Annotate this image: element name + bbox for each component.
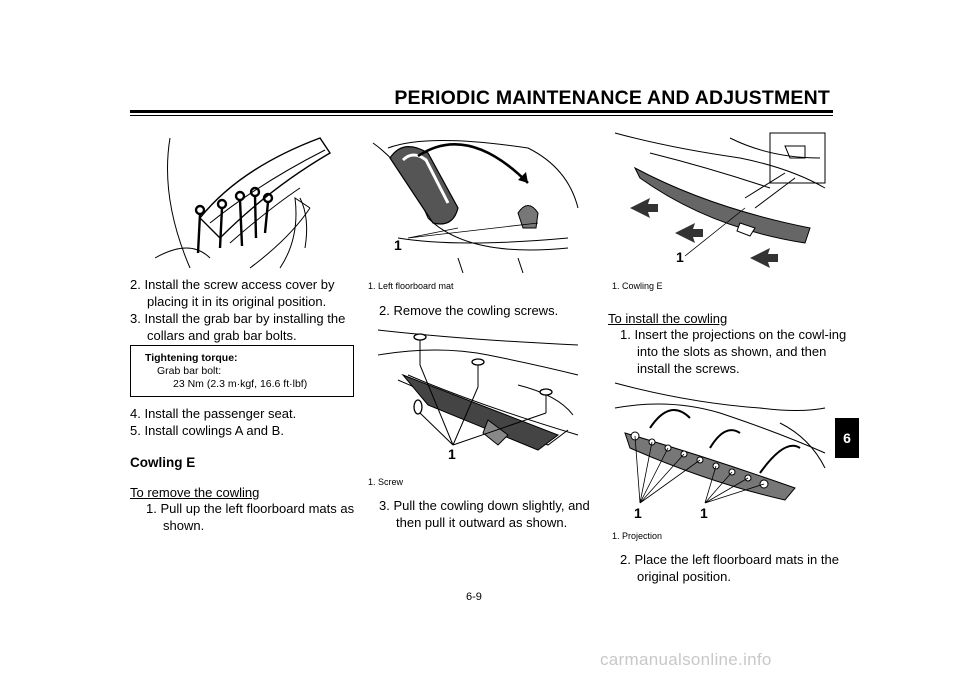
col3-fig1-callout: 1	[676, 249, 684, 265]
torque-item: Grab bar bolt:	[157, 365, 222, 377]
cowling-screws-illustration: 1	[377, 329, 579, 462]
col2-step-2: 2. Remove the cowling screws.	[379, 303, 559, 318]
col3-step-2: 2. Place the left floorboard mats in the…	[620, 552, 839, 584]
subheading-install: To install the cowling	[608, 311, 728, 326]
col1-step-3: 3. Install the grab bar by installing th…	[130, 311, 346, 343]
cowling-e-illustration: 1	[614, 132, 826, 268]
col2-fig1-caption: 1. Left floorboard mat	[368, 281, 454, 291]
col1-step-4: 4. Install the passenger seat.	[130, 406, 297, 421]
col2-fig2-caption: 1. Screw	[368, 477, 404, 487]
section-heading-cowling-e: Cowling E	[130, 455, 196, 470]
chapter-tab: 6	[835, 418, 859, 458]
col1-step-2: 2. Install the screw access cover by pla…	[130, 277, 335, 309]
page-number: 6-9	[466, 591, 482, 603]
fig2-callout: 1	[448, 446, 456, 462]
torque-title: Tightening torque:	[145, 352, 238, 364]
col1-step-5: 5. Install cowlings A and B.	[130, 423, 284, 438]
col3-fig1-caption: 1. Cowling E	[612, 281, 663, 291]
header-rule-thin	[130, 115, 833, 116]
col1-remove-step-1: 1. Pull up the left floorboard mats as s…	[146, 501, 355, 533]
torque-spec-box: Tightening torque: Grab bar bolt: 23 Nm …	[130, 345, 354, 397]
watermark-text: carmanualsonline.info	[600, 650, 772, 669]
grab-bar-illustration	[154, 137, 331, 269]
col3-fig2-callout-a: 1	[634, 505, 642, 521]
header-rule	[130, 110, 833, 113]
col3-fig2-caption: 1. Projection	[612, 531, 663, 541]
col3-step-1: 1. Insert the projections on the cowl-in…	[620, 327, 847, 376]
torque-value: 23 Nm (2.3 m·kgf, 16.6 ft·lbf)	[173, 378, 308, 390]
col3-fig2-callout-b: 1	[700, 505, 708, 521]
projections-illustration: 1 1	[614, 382, 826, 521]
fig1-callout: 1	[394, 237, 402, 253]
page-header-title: PERIODIC MAINTENANCE AND ADJUSTMENT	[394, 87, 830, 109]
floorboard-mat-illustration: 1	[372, 140, 579, 273]
col2-step-3: 3. Pull the cowling down slightly, and t…	[379, 498, 590, 530]
subheading-remove: To remove the cowling	[130, 485, 260, 500]
